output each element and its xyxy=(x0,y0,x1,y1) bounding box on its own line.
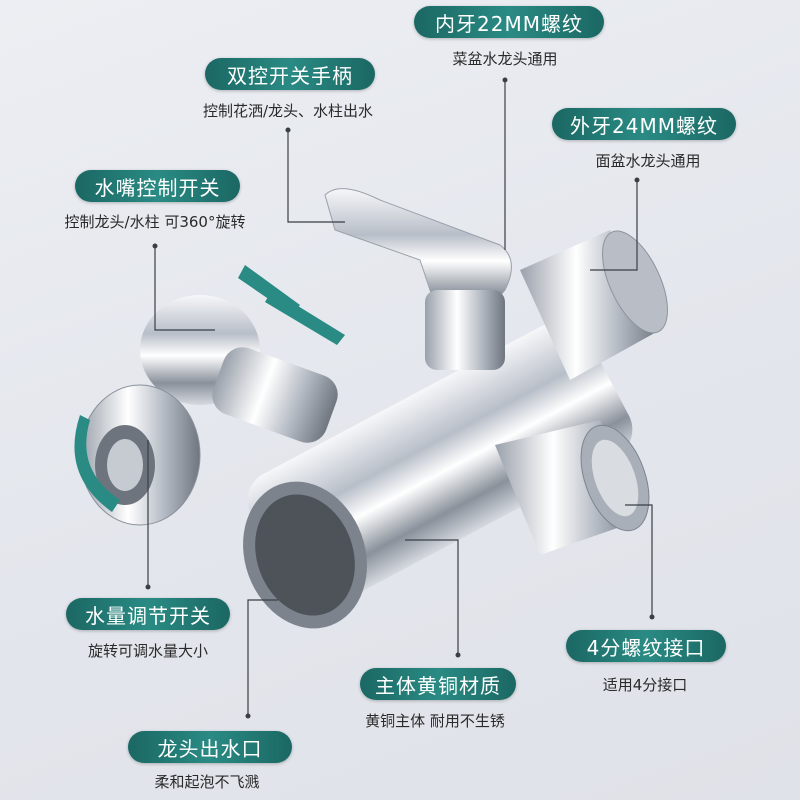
callout-subtitle-brass-body: 黄铜主体 耐用不生锈 xyxy=(365,712,505,730)
callout-subtitle-nozzle-switch: 控制龙头/水柱 可360°旋转 xyxy=(64,213,246,231)
callout-title-4fen-port: 4分螺纹接口 xyxy=(566,630,726,662)
dual-control-handle xyxy=(324,188,512,370)
aerator-outlet xyxy=(243,481,367,629)
callout-title-dual-control-handle: 双控开关手柄 xyxy=(205,58,375,90)
male-thread-24mm xyxy=(520,230,668,380)
callout-subtitle-male-thread-24mm: 面盆水龙头通用 xyxy=(595,152,701,170)
thread-port-4fen xyxy=(495,420,650,555)
rotation-arrows-icon xyxy=(74,265,345,512)
callout-subtitle-4fen-port: 适用4分接口 xyxy=(602,676,688,694)
callout-subtitle-female-thread-22mm: 菜盆水龙头通用 xyxy=(452,50,558,68)
callout-title-nozzle-switch: 水嘴控制开关 xyxy=(75,170,240,202)
callout-title-faucet-outlet: 龙头出水口 xyxy=(128,731,292,763)
callout-subtitle-faucet-outlet: 柔和起泡不飞溅 xyxy=(154,773,260,791)
callout-title-brass-body: 主体黄铜材质 xyxy=(360,668,516,700)
callout-subtitle-flow-adjust-switch: 旋转可调水量大小 xyxy=(87,642,209,660)
callout-title-female-thread-22mm: 内牙22MM螺纹 xyxy=(414,6,604,38)
leader-lines xyxy=(147,80,653,716)
leader-dots xyxy=(145,77,655,719)
callout-title-flow-adjust-switch: 水量调节开关 xyxy=(66,598,230,630)
swivel-nozzle xyxy=(79,295,338,526)
callout-title-male-thread-24mm: 外牙24MM螺纹 xyxy=(552,108,736,140)
callout-subtitle-dual-control-handle: 控制花洒/龙头、水柱出水 xyxy=(202,102,374,120)
